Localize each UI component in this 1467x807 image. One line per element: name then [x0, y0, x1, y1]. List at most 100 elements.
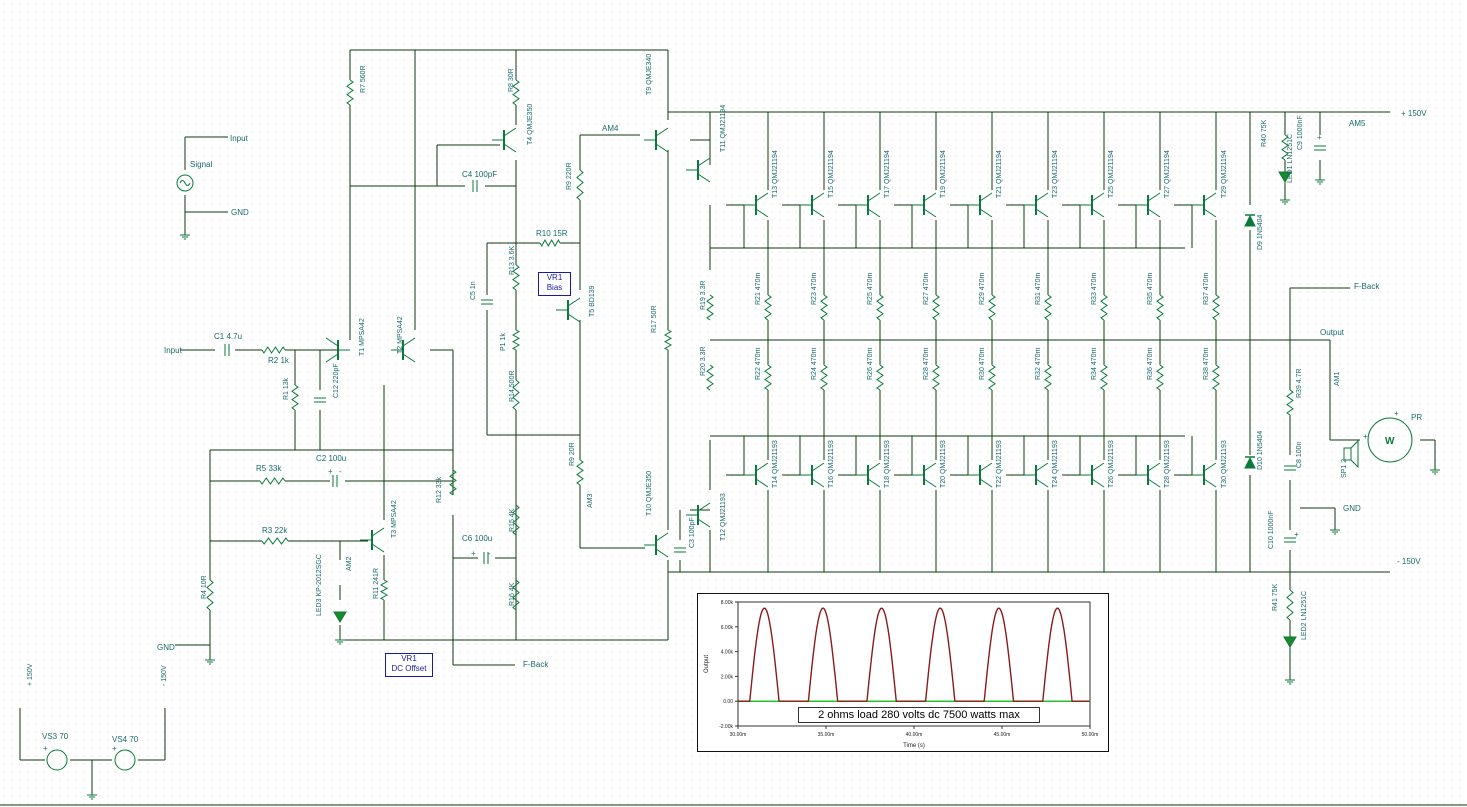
schematic-label: R10 15R — [536, 229, 568, 238]
component-label: LED3 KP-2012SGC — [316, 554, 323, 616]
transistor-emitter — [655, 143, 669, 153]
component-label: T18 QMJ21193 — [884, 440, 891, 488]
component-label: R32 470m — [1035, 348, 1042, 380]
component-label: R1 13k — [283, 377, 290, 400]
transistor-emitter — [402, 353, 416, 363]
schematic-label: C4 100pF — [462, 170, 497, 179]
transistor-emitter — [1147, 208, 1161, 218]
component-label: T9 QMJE340 — [646, 54, 653, 95]
schematic-label: + — [471, 549, 476, 558]
resistor — [764, 364, 772, 391]
x-tick-label: 35.00m — [818, 732, 835, 738]
resistor — [1156, 294, 1164, 321]
resistor — [706, 364, 714, 391]
component-label: R35 470m — [1147, 273, 1154, 305]
transistor-emitter — [655, 548, 669, 558]
transistor-collector — [503, 127, 517, 137]
transistor-collector — [567, 297, 581, 307]
component-label: D9 1N5404 — [1257, 214, 1264, 250]
component-label: R36 470m — [1147, 348, 1154, 380]
transistor-emitter — [371, 543, 385, 553]
component-label: D10 1N5404 — [1257, 431, 1264, 470]
transistor-emitter — [1147, 478, 1161, 488]
component-label: T15 QMJ21194 — [828, 150, 835, 198]
resistor — [576, 169, 584, 201]
transistor-emitter — [811, 478, 825, 488]
component-label: T22 QMJ21193 — [996, 440, 1003, 488]
x-tick-label: 45.00m — [994, 732, 1011, 738]
component-label: T25 QMJ21194 — [1108, 150, 1115, 198]
component-label: T12 QMJ21193 — [720, 493, 727, 541]
component-label: T17 QMJ21194 — [884, 150, 891, 198]
component-label: T5 BD139 — [589, 285, 596, 317]
component-label: R29 470m — [979, 273, 986, 305]
resistor — [988, 364, 996, 391]
component-label: LED2 LN1251C — [1301, 591, 1308, 640]
component-label: T3 MPSA42 — [391, 500, 398, 538]
resistor — [512, 264, 520, 291]
resistor — [511, 329, 521, 351]
transistor-collector — [923, 462, 937, 472]
component-label: R24 470m — [811, 348, 818, 380]
component-label: T20 QMJ21193 — [940, 440, 947, 488]
resistor — [1286, 389, 1294, 416]
transistor-emitter — [1203, 478, 1217, 488]
component-label: T10 QMJE350 — [646, 471, 653, 516]
component-label: R16 4K — [509, 582, 516, 606]
y-tick-label: 6.00k — [721, 625, 734, 631]
diode — [1244, 214, 1256, 227]
component-label: T4 QMJE350 — [527, 104, 534, 145]
voltage-source-icon — [46, 749, 68, 771]
schematic-label: AM4 — [602, 124, 619, 133]
transistor-collector — [867, 192, 881, 202]
component-label: R23 470m — [811, 273, 818, 305]
transistor-emitter — [755, 478, 769, 488]
schematic-label: - — [339, 467, 342, 476]
component-label: R31 470m — [1035, 273, 1042, 305]
component-label: C12 220pF — [333, 363, 340, 398]
resistor — [259, 477, 286, 485]
resistor — [512, 504, 520, 536]
dc-offset-title: VR1 — [401, 654, 417, 663]
component-label: R9 220R — [566, 162, 573, 190]
y-tick-label: 0.00 — [723, 699, 733, 705]
y-tick-label: -2.00k — [719, 724, 733, 730]
resistor — [1212, 294, 1220, 321]
component-label: R20 3.3R — [700, 346, 707, 376]
schematic-label: Signal — [190, 160, 212, 169]
transistor-collector — [1035, 192, 1049, 202]
component-label: R21 470m — [755, 273, 762, 305]
transistor-collector — [402, 337, 416, 347]
resistor — [1044, 364, 1052, 391]
schematic-label: + — [112, 744, 117, 753]
resistor — [346, 79, 354, 106]
component-label: T29 QMJ21194 — [1221, 150, 1228, 198]
resistor — [1100, 364, 1108, 391]
component-label: AM1 — [1334, 372, 1341, 387]
led-icon — [333, 611, 347, 623]
schematic-label: - 150V — [1397, 557, 1421, 566]
resistor — [663, 329, 673, 351]
component-label: C5 1n — [470, 281, 477, 300]
schematic-label: C6 100u — [462, 534, 492, 543]
resistor — [876, 294, 884, 321]
component-label: T2 MPSA42 — [397, 316, 404, 354]
transistor-emitter — [697, 518, 711, 528]
component-label: T16 QMJ21193 — [828, 440, 835, 488]
component-label: C8 100n — [1296, 441, 1303, 468]
component-label: R38 470m — [1203, 348, 1210, 380]
component-label: R25 470m — [867, 273, 874, 305]
schematic-label: R5 33k — [256, 464, 282, 473]
transistor-emitter — [979, 478, 993, 488]
bias-block-title: VR1 — [546, 273, 563, 282]
x-tick-label: 40.00m — [906, 732, 923, 738]
resistor — [932, 294, 940, 321]
resistor — [988, 294, 996, 321]
schematic-label: GND — [231, 208, 249, 217]
x-tick-label: 30.00m — [730, 732, 747, 738]
transistor-collector — [697, 157, 711, 167]
speaker-icon — [1343, 447, 1352, 461]
schematic-label: + — [43, 744, 48, 753]
component-label: + 150V — [27, 663, 34, 686]
voltage-source-icon — [114, 749, 136, 771]
